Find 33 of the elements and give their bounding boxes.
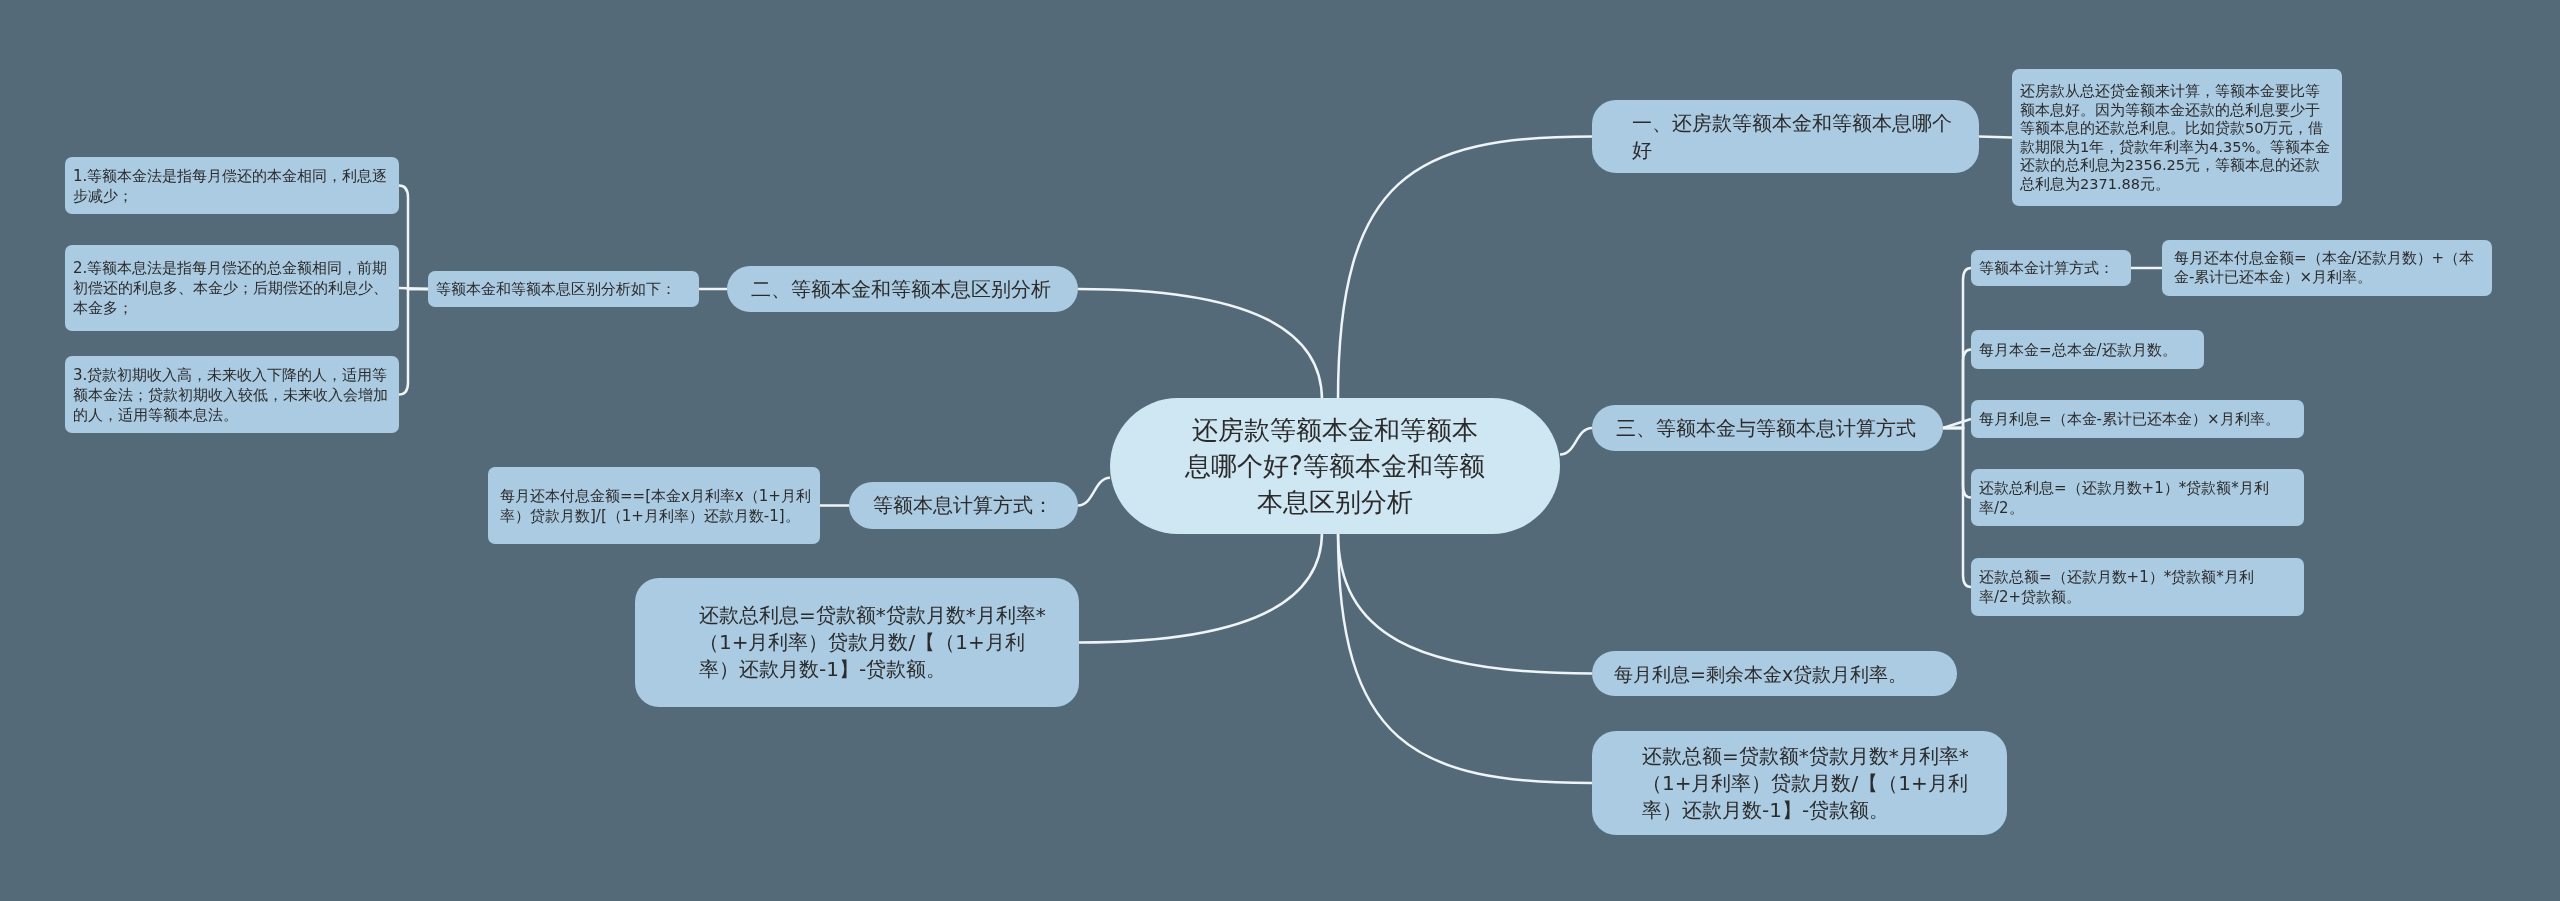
- note-box: 等额本金计算方式：: [1971, 250, 2131, 286]
- topic-box: 一、还房款等额本金和等额本息哪个好: [1592, 100, 1979, 173]
- connector-line: [1943, 426, 1972, 589]
- connector-line: [1077, 287, 1324, 401]
- connector-line: [1336, 135, 1593, 401]
- topic-box: 还款总额=贷款额*贷款月数*月利率*（1+月利率）贷款月数/【（1+月利率）还款月数-1】-贷款额。: [1592, 731, 2007, 835]
- note-box: 1.等额本金法是指每月偿还的本金相同，利息逐步减少；: [65, 157, 399, 214]
- topic-box: 每月利息=剩余本金x贷款月利率。: [1592, 651, 1957, 696]
- topic-box: 还款总利息=贷款额*贷款月数*月利率*（1+月利率）贷款月数/【（1+月利率）还款月数-1】-贷款额。: [635, 578, 1079, 707]
- connector-line: [1559, 426, 1593, 456]
- connector-line: [699, 287, 727, 291]
- connector-line: [398, 287, 428, 396]
- note-box: 每月利息=（本金-累计已还本金）×月利率。: [1971, 400, 2304, 438]
- connector-line: [820, 504, 849, 507]
- note-box: 2.等额本息法是指每月偿还的总金额相同，前期初偿还的利息多、本金少；后期偿还的利息少、本金多；: [65, 245, 399, 331]
- connector-line: [1077, 476, 1111, 507]
- connector-line: [1336, 531, 1593, 785]
- connector-line: [1942, 417, 1972, 430]
- note-box: 每月还本付息金额==[本金x月利率x（1+月利率）贷款月数]/[（1+月利率）还款月数-1]。: [488, 467, 820, 544]
- note-box: 每月还本付息金额=（本金/还款月数）+（本金-累计已还本金）×月利率。: [2162, 240, 2492, 296]
- note-box: 等额本金和等额本息区别分析如下：: [428, 271, 699, 307]
- connector-line: [1978, 135, 2013, 139]
- topic-box: 三、等额本金与等额本息计算方式: [1592, 405, 1943, 451]
- central-topic-box: 还房款等额本金和等额本息哪个好?等额本金和等额本息区别分析: [1110, 398, 1560, 534]
- note-box: 还房款从总还贷金额来计算，等额本金要比等额本息好。因为等额本金还款的总利息要少于等额本息的还款总利息。比如贷款50万元，借款期限为1年，贷款年利率为4.35%。等额本金还款的总利息为2356.25元，等额本息的还款总利息为2371.88元。: [2012, 69, 2342, 206]
- note-box: 每月本金=总本金/还款月数。: [1971, 330, 2204, 369]
- topic-box: 等额本息计算方式：: [849, 482, 1078, 529]
- note-box: 还款总额=（还款月数+1）*贷款额*月利率/2+贷款额。: [1971, 558, 2304, 616]
- connector-line: [1078, 531, 1324, 644]
- note-box: 3.贷款初期收入高，未来收入下降的人，适用等额本金法；贷款初期收入较低，未来收入会增加的人，适用等额本息法。: [65, 356, 399, 433]
- topic-box: 二、等额本金和等额本息区别分析: [727, 266, 1078, 312]
- note-box: 还款总利息=（还款月数+1）*贷款额*月利率/2。: [1971, 469, 2304, 526]
- connector-line: [2131, 266, 2162, 270]
